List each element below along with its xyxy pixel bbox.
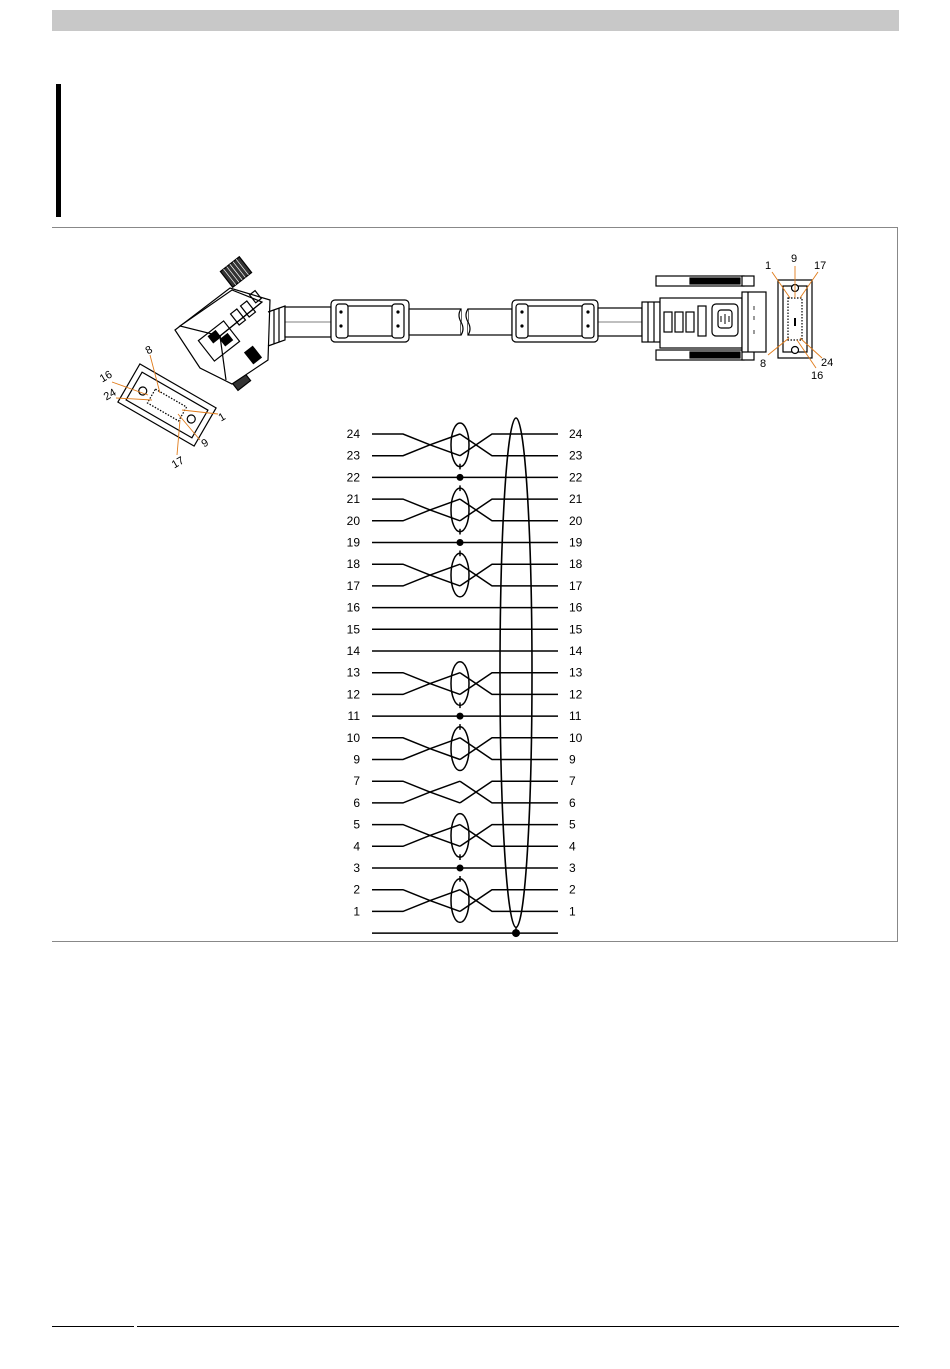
right-pin-label-17: 17 (814, 260, 826, 272)
left-pin-6: 6 (353, 796, 360, 810)
right-pin-1: 1 (569, 904, 576, 918)
left-pin-18: 18 (347, 557, 361, 571)
left-pin-15: 15 (347, 622, 361, 636)
wire-17-left (372, 564, 460, 586)
pair-shield-18-17 (451, 553, 469, 597)
right-pin-6: 6 (569, 796, 576, 810)
right-pin-13: 13 (569, 666, 583, 680)
drain-junction-19 (457, 539, 464, 546)
wire-18-left (372, 564, 460, 586)
wire-20-left (372, 499, 460, 521)
pair-shield-5-4 (451, 814, 469, 858)
left-pin-20: 20 (347, 514, 361, 528)
left-pin-19: 19 (347, 536, 361, 550)
left-pin-14: 14 (347, 644, 361, 658)
right-pin-label-1: 1 (765, 260, 771, 272)
pair-shield-21-20 (451, 488, 469, 532)
right-pin-label-16: 16 (811, 370, 823, 382)
left-pin-label-24: 24 (102, 387, 119, 404)
left-pin-16: 16 (347, 601, 361, 615)
right-pin-7: 7 (569, 774, 576, 788)
wire-9-left (372, 738, 460, 760)
right-pin-20: 20 (569, 514, 583, 528)
wire-5-right (460, 825, 558, 847)
wire-10-right (460, 738, 558, 760)
left-pin-13: 13 (347, 666, 361, 680)
wire-23-left (372, 434, 460, 456)
right-pin-15: 15 (569, 622, 583, 636)
left-pin-17: 17 (347, 579, 361, 593)
right-pin-21: 21 (569, 492, 583, 506)
right-pin-label-8: 8 (760, 358, 766, 370)
left-pin-4: 4 (353, 839, 360, 853)
right-pin-24: 24 (569, 427, 583, 441)
right-connector-drawing (642, 276, 766, 360)
right-connector-face: 1 9 17 8 24 16 (760, 253, 833, 382)
wire-5-left (372, 825, 460, 847)
right-pin-label-9: 9 (791, 253, 797, 265)
wire-1-left (372, 890, 460, 912)
left-pin-3: 3 (353, 861, 360, 875)
wire-10-left (372, 738, 460, 760)
left-pin-1: 1 (353, 904, 360, 918)
right-pin-17: 17 (569, 579, 583, 593)
cable (285, 300, 642, 342)
right-pin-3: 3 (569, 861, 576, 875)
pair-shield-24-23 (451, 423, 469, 467)
left-pin-label-8: 8 (144, 344, 155, 357)
left-pin-21: 21 (347, 492, 361, 506)
left-pin-10: 10 (347, 731, 361, 745)
right-pin-label-24: 24 (821, 357, 833, 369)
right-pin-10: 10 (569, 731, 583, 745)
left-pin-24: 24 (347, 427, 361, 441)
right-pin-22: 22 (569, 470, 583, 484)
drain-junction-22 (457, 474, 464, 481)
wire-18-right (460, 564, 558, 586)
left-pin-23: 23 (347, 449, 361, 463)
wire-13-left (372, 673, 460, 695)
wire-6-left (372, 781, 460, 803)
wire-2-left (372, 890, 460, 912)
left-pin-label-16: 16 (98, 369, 115, 386)
wire-21-left (372, 499, 460, 521)
left-pin-label-9: 9 (200, 437, 211, 450)
wire-12-left (372, 673, 460, 695)
right-pin-11: 11 (569, 709, 582, 723)
left-pin-label-1: 1 (217, 411, 228, 424)
left-pin-9: 9 (353, 753, 360, 767)
right-pin-19: 19 (569, 536, 583, 550)
drain-junction-11 (457, 713, 464, 720)
left-pin-5: 5 (353, 818, 360, 832)
left-pin-label-17: 17 (170, 455, 187, 472)
right-pin-5: 5 (569, 818, 576, 832)
left-pin-11: 11 (348, 709, 361, 723)
wire-4-left (372, 825, 460, 847)
drain-junction-3 (457, 865, 464, 872)
right-pin-14: 14 (569, 644, 583, 658)
right-pin-18: 18 (569, 557, 583, 571)
wiring-diagram: 2423222120191817161514131211109765432124… (347, 418, 583, 937)
shield-ground-junction (512, 929, 520, 937)
right-pin-9: 9 (569, 753, 576, 767)
left-connector-drawing (175, 257, 285, 391)
right-pin-2: 2 (569, 883, 576, 897)
wire-13-right (460, 673, 558, 695)
pair-shield-10-9 (451, 727, 469, 771)
left-pin-7: 7 (353, 774, 360, 788)
wire-24-left (372, 434, 460, 456)
wire-7-left (372, 781, 460, 803)
left-pin-22: 22 (347, 470, 361, 484)
pair-shield-13-12 (451, 662, 469, 706)
wire-7-right (460, 781, 558, 803)
right-pin-16: 16 (569, 601, 583, 615)
pair-shield-2-1 (451, 879, 469, 923)
right-pin-4: 4 (569, 839, 576, 853)
left-pin-12: 12 (347, 687, 361, 701)
right-pin-12: 12 (569, 687, 583, 701)
right-pin-23: 23 (569, 449, 583, 463)
wire-21-right (460, 499, 558, 521)
left-pin-2: 2 (353, 883, 360, 897)
